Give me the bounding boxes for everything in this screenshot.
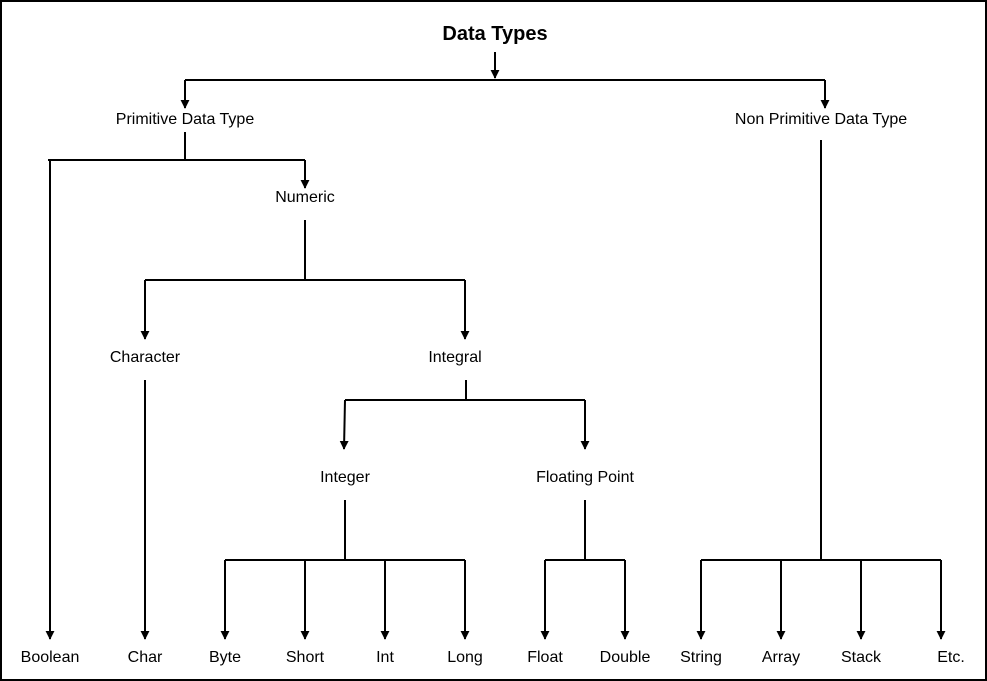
leaf-stack: Stack: [838, 649, 884, 667]
leaf-boolean: Boolean: [18, 649, 82, 667]
node-floating-point: Floating Point: [534, 469, 636, 487]
diagram-title: Data Types: [440, 23, 550, 45]
node-character: Character: [107, 349, 183, 367]
leaf-int: Int: [374, 649, 396, 667]
connector-to-integer: [339, 399, 349, 450]
leaf-double: Double: [597, 649, 653, 667]
leaf-string: String: [678, 649, 724, 667]
leaf-short: Short: [283, 649, 327, 667]
node-integral: Integral: [426, 349, 484, 367]
leaf-char: Char: [125, 649, 165, 667]
leaf-long: Long: [445, 649, 485, 667]
node-non-primitive-data-type: Non Primitive Data Type: [732, 111, 910, 129]
leaf-float: Float: [525, 649, 565, 667]
node-numeric: Numeric: [273, 189, 337, 207]
leaf-etc: Etc.: [935, 649, 967, 667]
leaf-array: Array: [759, 649, 803, 667]
leaf-byte: Byte: [206, 649, 244, 667]
node-primitive-data-type: Primitive Data Type: [113, 111, 257, 129]
node-integer: Integer: [318, 469, 372, 487]
